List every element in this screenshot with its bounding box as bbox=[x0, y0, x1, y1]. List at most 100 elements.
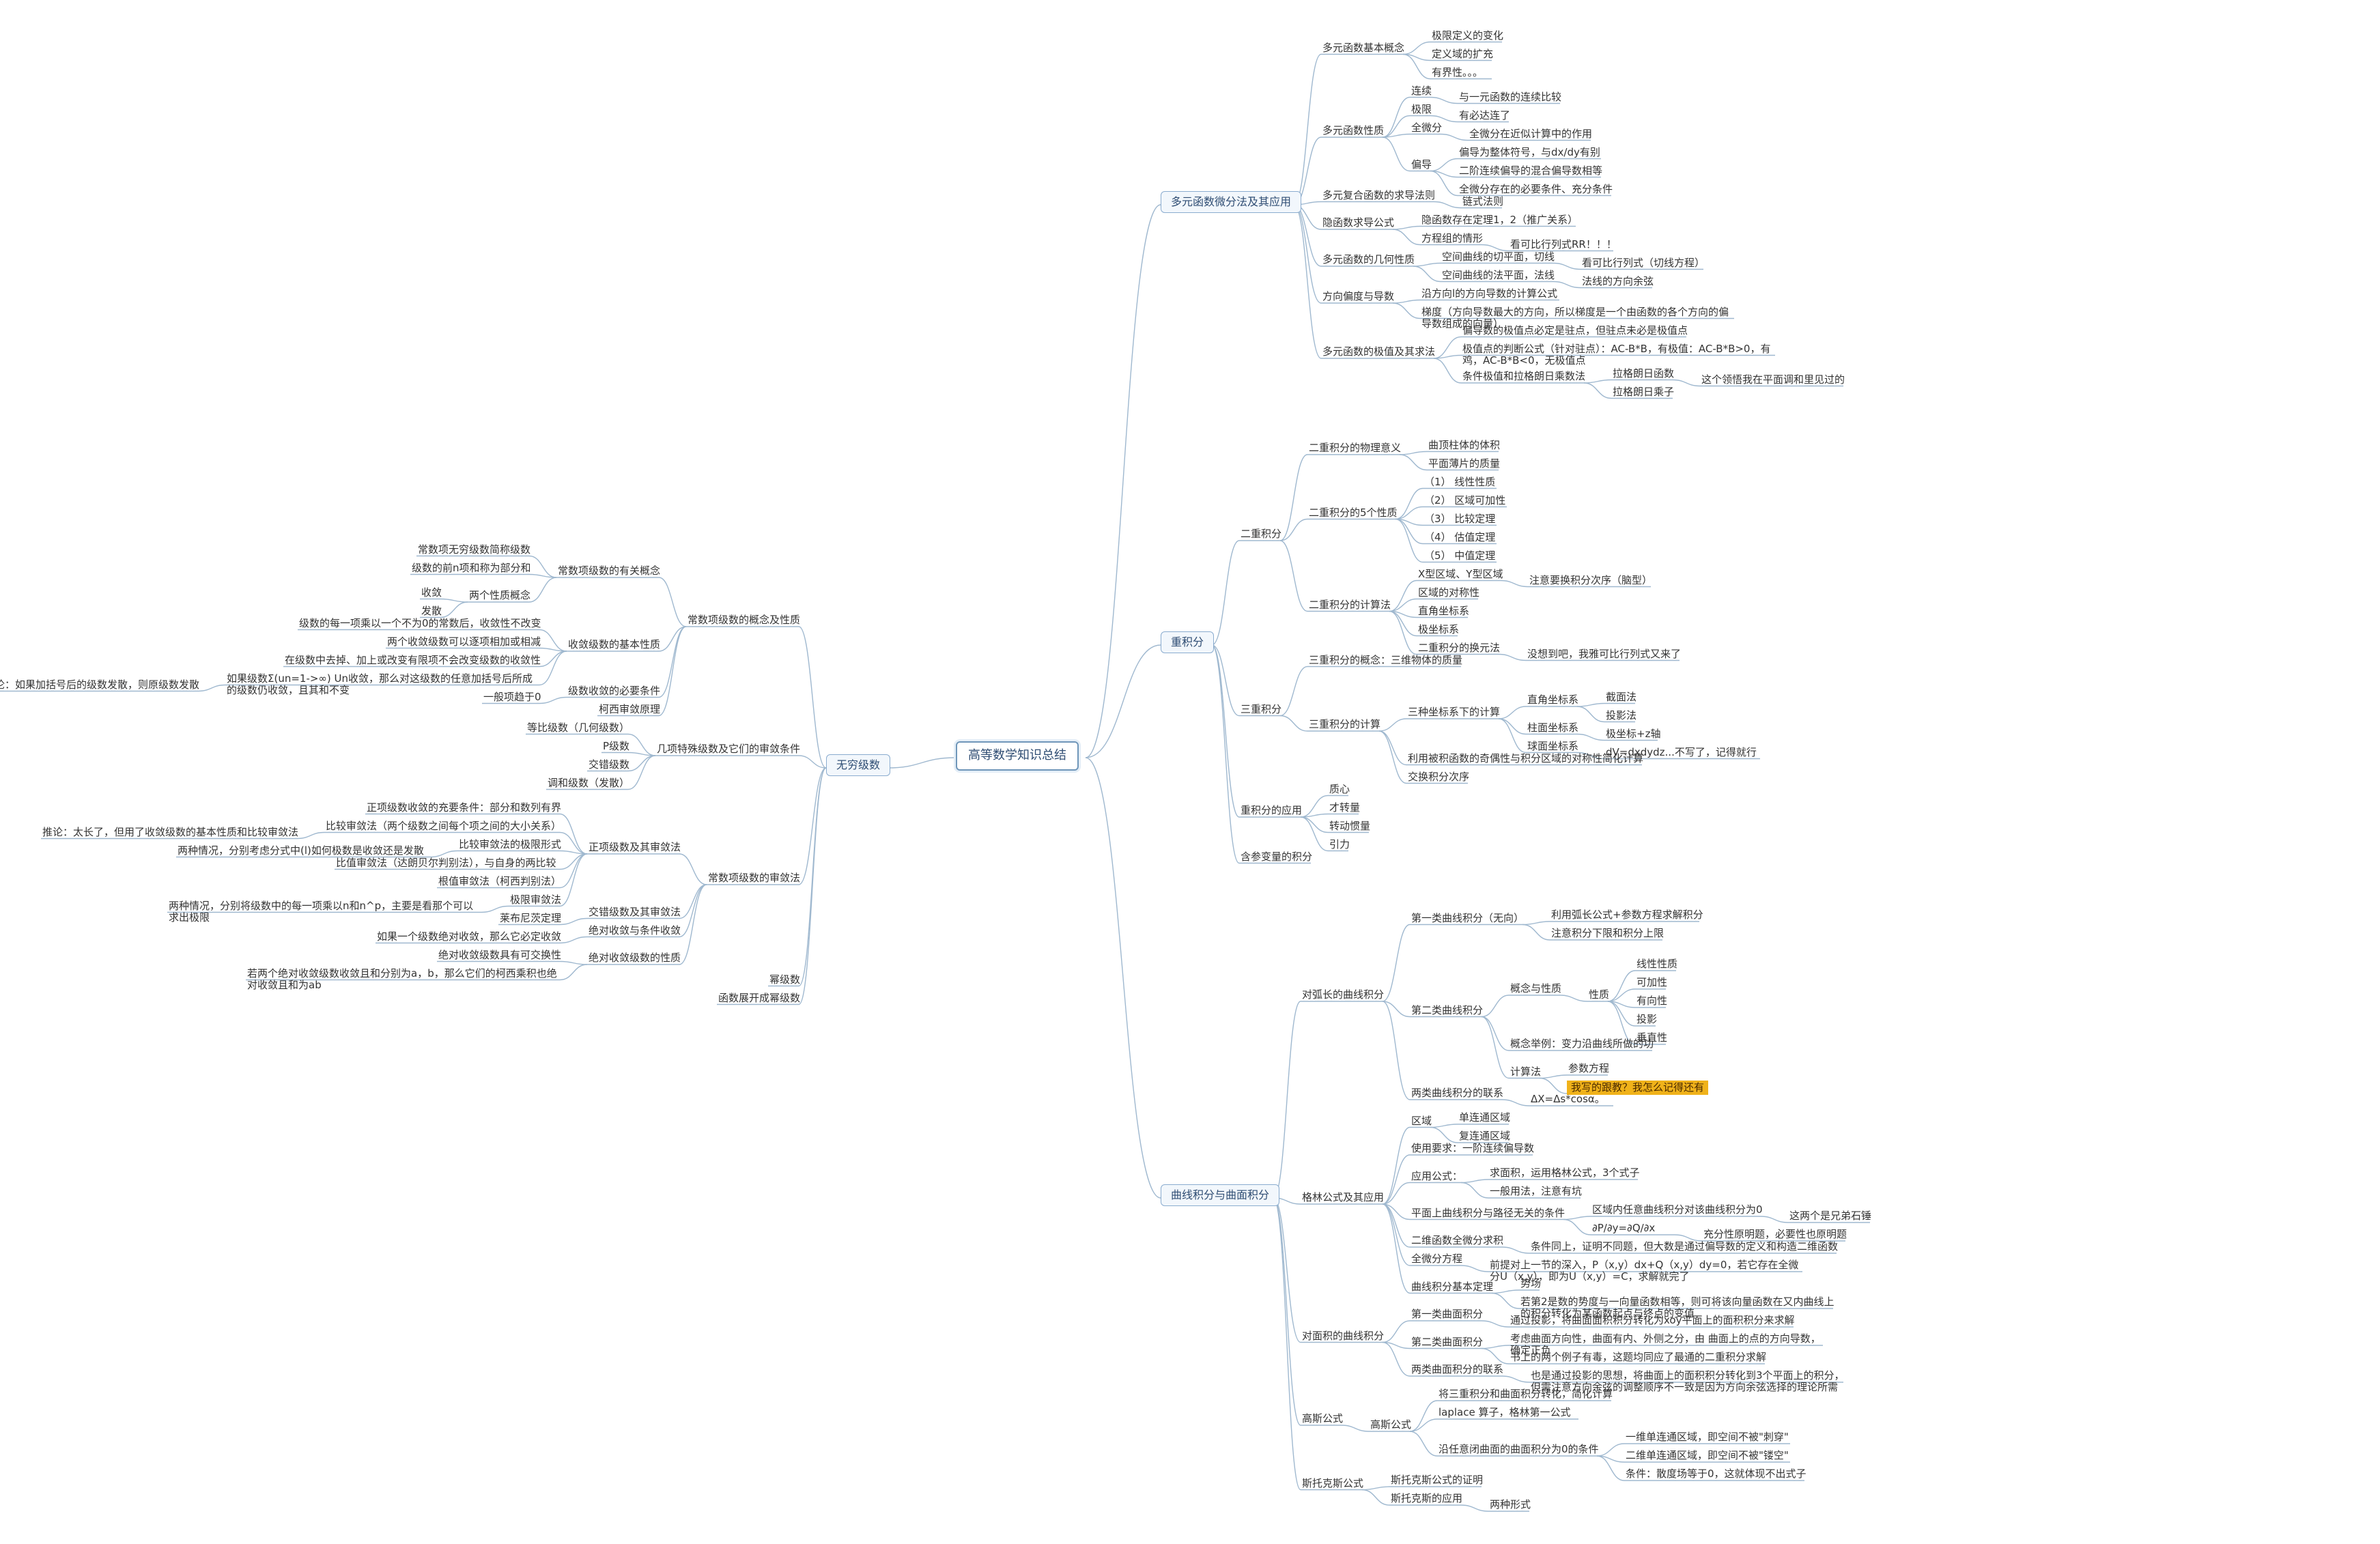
node-d1[interactable]: 高斯公式 bbox=[1301, 1412, 1344, 1425]
node-d1[interactable]: 对面积的曲线积分 bbox=[1301, 1330, 1385, 1343]
node-d3[interactable]: 在级数中去掉、加上或改变有限项不会改变级数的收敛性 bbox=[283, 654, 542, 667]
node-d2[interactable]: 链式法则 bbox=[1461, 195, 1505, 208]
node-d3[interactable]: 看可比行列式RR！！！ bbox=[1509, 238, 1618, 251]
node-d3[interactable]: 全微分存在的必要条件、充分条件 bbox=[1458, 183, 1614, 196]
node-d1[interactable]: 二重积分 bbox=[1239, 528, 1283, 541]
node-d2[interactable]: 连续 bbox=[1410, 85, 1433, 98]
node-d2[interactable]: 应用公式： bbox=[1410, 1170, 1464, 1183]
node-d1[interactable]: 斯托克斯公式 bbox=[1301, 1477, 1365, 1490]
node-d4[interactable]: 我写的跟教？我怎么记得还有 bbox=[1567, 1081, 1709, 1096]
node-d4[interactable]: 充分性原明题，必要性也原明题 bbox=[1702, 1228, 1848, 1241]
node-d3[interactable]: 偏导为整体符号，与dx/dy有别 bbox=[1458, 146, 1602, 159]
node-d3[interactable]: 通过投影，将曲面面积积分转化为xoy平面上的面积积分来求解 bbox=[1509, 1314, 1796, 1327]
main-topic[interactable]: 无穷级数 bbox=[826, 754, 891, 777]
node-d2[interactable]: 全微分方程 bbox=[1410, 1253, 1464, 1266]
node-d3[interactable]: 沿任意闭曲面的曲面积分为0的条件 bbox=[1437, 1443, 1600, 1456]
node-d2[interactable]: 引力 bbox=[1328, 838, 1351, 851]
node-d3[interactable]: 正项级数收敛的充要条件：部分和数列有界 bbox=[365, 801, 563, 814]
node-d1[interactable]: 格林公式及其应用 bbox=[1301, 1191, 1385, 1204]
node-d4[interactable]: 条件：散度场等于0，这就体现不出式子 bbox=[1624, 1468, 1808, 1481]
node-d3[interactable]: 常数项无穷级数简称级数 bbox=[416, 543, 532, 556]
main-topic[interactable]: 重积分 bbox=[1161, 631, 1215, 654]
node-d3[interactable]: ∂P/∂y=∂Q/∂x bbox=[1591, 1222, 1656, 1235]
node-d4[interactable]: 球面坐标系 bbox=[1526, 740, 1580, 753]
node-d3[interactable]: 两种形式 bbox=[1488, 1498, 1532, 1511]
node-d2[interactable]: 平面上曲线积分与路径无关的条件 bbox=[1410, 1207, 1566, 1220]
node-d3[interactable]: 一般项趋于0 bbox=[482, 691, 543, 704]
node-d4[interactable]: 一维单连通区域，即空间不被"刺穿" bbox=[1624, 1431, 1790, 1444]
node-d2[interactable]: 二重积分的5个性质 bbox=[1307, 506, 1399, 519]
node-d3[interactable]: 如果一个级数绝对收敛，那么它必定收敛 bbox=[376, 930, 563, 943]
node-d3[interactable]: 级数的前n项和称为部分和 bbox=[410, 562, 533, 575]
node-d3[interactable]: 二阶连续偏导的混合偏导数相等 bbox=[1458, 165, 1604, 177]
node-d2[interactable]: 高斯公式 bbox=[1369, 1418, 1413, 1431]
node-d3[interactable]: 计算法 bbox=[1509, 1066, 1542, 1078]
node-d2[interactable]: 交错级数及其审敛法 bbox=[587, 906, 682, 919]
node-d3[interactable]: 比较审敛法（两个级数之间每个项之间的大小关系） bbox=[324, 820, 563, 833]
node-d1[interactable]: 多元函数性质 bbox=[1321, 124, 1385, 137]
node-d3[interactable]: 法线的方向余弦 bbox=[1581, 275, 1655, 288]
node-d2[interactable]: 二重积分的物理意义 bbox=[1307, 442, 1402, 455]
node-d3[interactable]: 比值审敛法（达朗贝尔判别法），与自身的两比较 bbox=[335, 857, 558, 870]
node-d1[interactable]: 多元函数的极值及其求法 bbox=[1321, 345, 1436, 358]
node-d1[interactable]: 对弧长的曲线积分 bbox=[1301, 988, 1385, 1001]
node-d2[interactable]: 斯托克斯的应用 bbox=[1389, 1492, 1464, 1505]
node-d3[interactable]: 根值审敛法（柯西判别法） bbox=[437, 875, 563, 888]
node-d4[interactable]: 两种情况，分别将级数中的每一项乘以n和n^p，主要是看那个可以求出极限 bbox=[167, 900, 484, 925]
node-d3[interactable]: 绝对收敛级数具有可交换性 bbox=[437, 949, 563, 962]
node-d2[interactable]: 使用要求：一阶连续偏导数 bbox=[1410, 1142, 1535, 1155]
node-d2[interactable]: 等比级数（几何级数） bbox=[526, 721, 631, 734]
node-d4[interactable]: 推论：太长了，但用了收敛级数的基本性质和比较审敛法 bbox=[41, 826, 300, 839]
node-d3[interactable]: 利用弧长公式+参数方程求解积分 bbox=[1550, 909, 1705, 921]
node-d3[interactable]: laplace 算子，格林第一公式 bbox=[1437, 1406, 1572, 1419]
node-d1[interactable]: 多元函数基本概念 bbox=[1321, 42, 1406, 55]
node-d3[interactable]: 前提对上一节的深入，P（x,y）dx+Q（x,y）dy=0，若它存在全微分U（x… bbox=[1488, 1259, 1805, 1284]
node-d3[interactable]: 条件同上，证明不同题，但大数是通过偏导数的定义和构造二维函数 bbox=[1529, 1240, 1839, 1253]
node-d3[interactable]: 求面积，运用格林公式，3个式子 bbox=[1488, 1167, 1641, 1180]
node-d2[interactable]: 三重积分的计算 bbox=[1307, 718, 1382, 731]
node-d1[interactable]: 多元函数的几何性质 bbox=[1321, 253, 1416, 266]
node-d3[interactable]: 两个收敛级数可以逐项相加或相减 bbox=[386, 635, 542, 648]
node-d2[interactable]: 调和级数（发散） bbox=[546, 777, 631, 790]
node-d1[interactable]: 几项特殊级数及它们的审敛条件 bbox=[655, 743, 802, 756]
node-d2[interactable]: 极限定义的变化 bbox=[1430, 29, 1505, 42]
node-d3[interactable]: 单连通区域 bbox=[1458, 1111, 1512, 1124]
node-d2[interactable]: 绝对收敛级数的性质 bbox=[587, 952, 682, 964]
node-d3[interactable]: 概念与性质 bbox=[1509, 982, 1563, 995]
node-d4[interactable]: 性质 bbox=[1587, 988, 1611, 1001]
node-d3[interactable]: 概念举例：变力沿曲线所做的功 bbox=[1509, 1038, 1655, 1050]
node-d3[interactable]: 极限审敛法 bbox=[509, 893, 563, 906]
node-d3[interactable]: （3） 比较定理 bbox=[1423, 513, 1497, 526]
main-topic[interactable]: 多元函数微分法及其应用 bbox=[1161, 191, 1302, 214]
node-d3[interactable]: （5） 中值定理 bbox=[1423, 549, 1497, 562]
node-d4[interactable]: 这两个是兄弟石锤 bbox=[1788, 1210, 1873, 1223]
node-d2[interactable]: P级数 bbox=[601, 740, 631, 753]
node-d1[interactable]: 方向偏度与导数 bbox=[1321, 290, 1396, 303]
node-d2[interactable]: 才转量 bbox=[1328, 801, 1361, 814]
node-d2[interactable]: 极值点的判断公式（针对驻点）：AC-B*B，有极值：AC-B*B>0，有鸡，AC… bbox=[1461, 343, 1778, 368]
node-d3[interactable]: 区域的对称性 bbox=[1417, 586, 1481, 599]
node-d3[interactable]: ΔX=Δs*cosα。 bbox=[1529, 1093, 1606, 1106]
node-d2[interactable]: 第一类曲线积分（无向） bbox=[1410, 912, 1525, 925]
node-d2[interactable]: 交错级数 bbox=[587, 758, 631, 771]
node-d3[interactable]: 莱布尼茨定理 bbox=[498, 912, 563, 925]
node-d2[interactable]: 区域 bbox=[1410, 1115, 1433, 1128]
node-d3[interactable]: 直角坐标系 bbox=[1417, 605, 1471, 618]
node-d5[interactable]: 投影 bbox=[1635, 1013, 1658, 1026]
node-d4[interactable]: 柱面坐标系 bbox=[1526, 721, 1580, 734]
node-d3[interactable]: （2） 区域可加性 bbox=[1423, 494, 1507, 507]
node-d1[interactable]: 三重积分 bbox=[1239, 703, 1283, 716]
node-d2[interactable]: 第一类曲面积分 bbox=[1410, 1308, 1484, 1321]
node-d2[interactable]: 梯度（方向导数最大的方向，所以梯度是一个由函数的各个方向的偏导数组成的向量） bbox=[1420, 306, 1737, 331]
node-d2[interactable]: 方程组的情形 bbox=[1420, 232, 1484, 245]
node-d4[interactable]: 参数方程 bbox=[1567, 1062, 1611, 1075]
node-d2[interactable]: 收敛级数的基本性质 bbox=[567, 638, 662, 651]
node-d2[interactable]: 绝对收敛与条件收敛 bbox=[587, 924, 682, 937]
node-d2[interactable]: 沿方向l的方向导数的计算公式 bbox=[1420, 287, 1559, 300]
node-d5[interactable]: 有向性 bbox=[1635, 995, 1669, 1007]
node-d3[interactable]: 也是通过投影的思想，将曲面上的面积积分转化到3个平面上的积分，但需注意方向余弦的… bbox=[1529, 1369, 1846, 1395]
node-d4[interactable]: 两种情况，分别考虑分式中(l)如何极数是收敛还是发散 bbox=[176, 844, 425, 857]
node-d2[interactable]: 常数项级数的有关概念 bbox=[556, 564, 662, 577]
node-d4[interactable]: 收敛 bbox=[420, 586, 443, 599]
node-d5[interactable]: 极坐标+z轴 bbox=[1604, 728, 1662, 741]
